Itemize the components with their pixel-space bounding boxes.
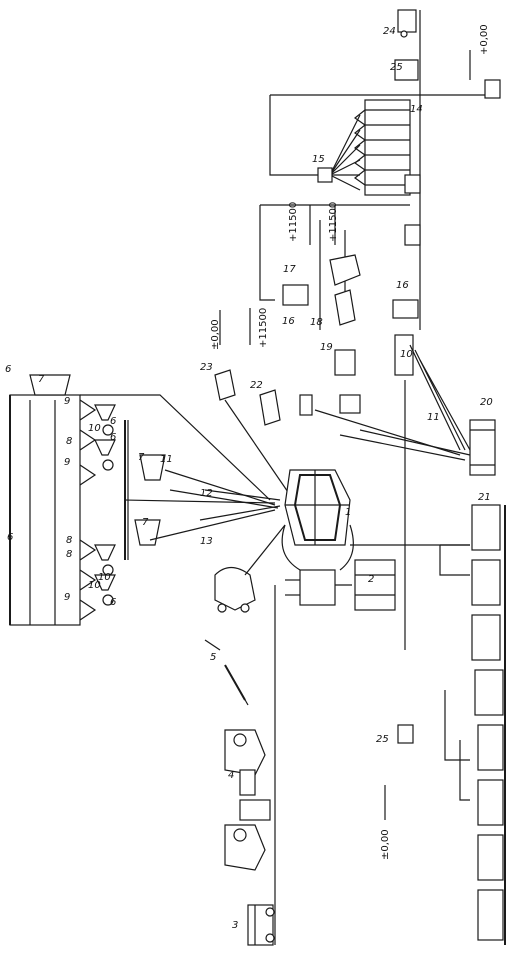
callout-20: 20 (480, 397, 493, 408)
callout-6a: 6 (5, 364, 11, 375)
callout-16b: 16 (396, 280, 409, 291)
callout-8c: 8 (66, 549, 72, 560)
callout-10c: 10 (400, 349, 413, 360)
callout-23: 23 (200, 362, 213, 373)
callout-6d: 6 (110, 432, 116, 443)
callout-4: 4 (228, 770, 234, 781)
callout-18: 18 (310, 317, 323, 328)
callout-13: 13 (200, 536, 213, 547)
level-markers (219, 50, 471, 820)
callout-6b: 6 (7, 532, 13, 543)
feed-lines (80, 394, 291, 541)
ferroalloy-section (214, 9, 501, 476)
level-plus-11500-b: +11500 (288, 202, 299, 242)
callout-12: 12 (200, 488, 213, 499)
callout-19: 19 (320, 342, 333, 353)
callout-24: 24 (383, 26, 396, 37)
callout-11a: 11 (160, 454, 173, 465)
callout-10a: 10 (88, 423, 101, 434)
callout-labels: 1 2 3 4 5 6 6 6 6 6 7 7 7 8 8 8 9 9 9 10… (5, 26, 493, 931)
callout-9c: 9 (64, 592, 70, 603)
callout-2: 2 (368, 574, 374, 585)
callout-8b: 8 (66, 535, 72, 546)
bunker-gallery (9, 374, 166, 626)
callout-5: 5 (210, 652, 216, 663)
callout-9b: 9 (64, 457, 70, 468)
callout-25a: 25 (390, 62, 403, 73)
callout-7a: 7 (38, 374, 45, 385)
converter (281, 469, 354, 571)
callout-8a: 8 (66, 436, 72, 447)
callout-15: 15 (312, 154, 325, 165)
callout-17: 17 (283, 264, 296, 275)
callout-22: 22 (250, 380, 263, 391)
level-zero-mid: ±0,00 (210, 319, 221, 350)
callout-14: 14 (410, 104, 423, 115)
callout-11b: 11 (427, 412, 440, 423)
level-zero-bottom: ±0,00 (380, 829, 391, 860)
callout-7c: 7 (142, 517, 149, 528)
callout-6e: 6 (110, 597, 116, 608)
callout-16a: 16 (282, 316, 295, 327)
callout-10b: 10 (88, 580, 101, 591)
level-zero-top: +0,00 (479, 24, 490, 55)
level-plus-11500-c: +11500 (328, 202, 339, 242)
callout-21: 21 (478, 492, 491, 503)
level-plus-11500-a: +11500 (258, 308, 269, 348)
wagon-train (350, 504, 506, 945)
callout-1: 1 (345, 507, 351, 518)
callout-25b: 25 (376, 734, 389, 745)
weigh-hopper-row (94, 404, 116, 606)
callout-9a: 9 (64, 396, 70, 407)
callout-10d: 10 (98, 572, 111, 583)
callout-6c: 6 (110, 416, 116, 427)
scrap-charging-area (204, 524, 396, 946)
callout-3: 3 (232, 920, 238, 931)
callout-7b: 7 (138, 452, 145, 463)
